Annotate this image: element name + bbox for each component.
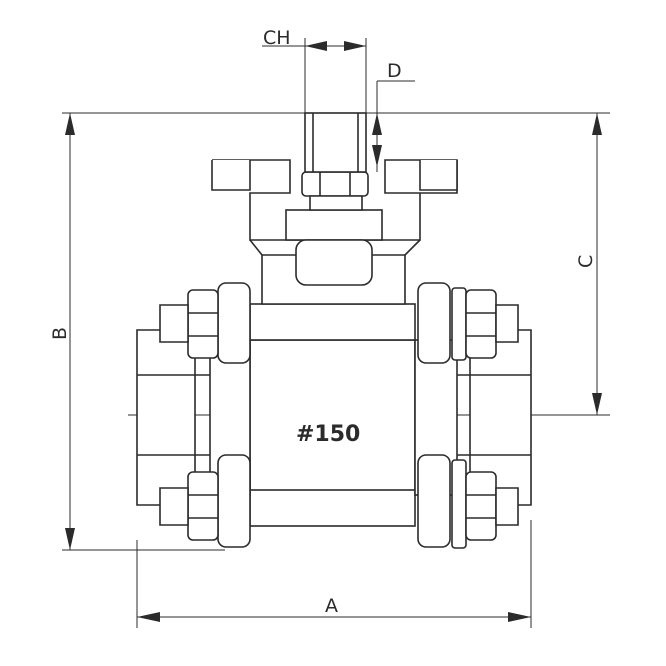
handle-mount [211, 112, 458, 286]
dimension-label-a: A [325, 595, 338, 617]
right-flange [417, 282, 519, 549]
left-end-connector [136, 329, 196, 506]
gland-nut [301, 171, 369, 197]
dimension-label-b: B [49, 327, 71, 340]
left-flange [159, 282, 251, 548]
body-marking: #150 [296, 422, 360, 447]
dimension-label-c: C [575, 255, 597, 268]
dimension-lines [62, 38, 610, 628]
valve-stem [304, 112, 367, 173]
dimension-label-ch: CH [263, 27, 291, 49]
central-body [249, 339, 416, 496]
dimension-label-d: D [387, 60, 402, 82]
